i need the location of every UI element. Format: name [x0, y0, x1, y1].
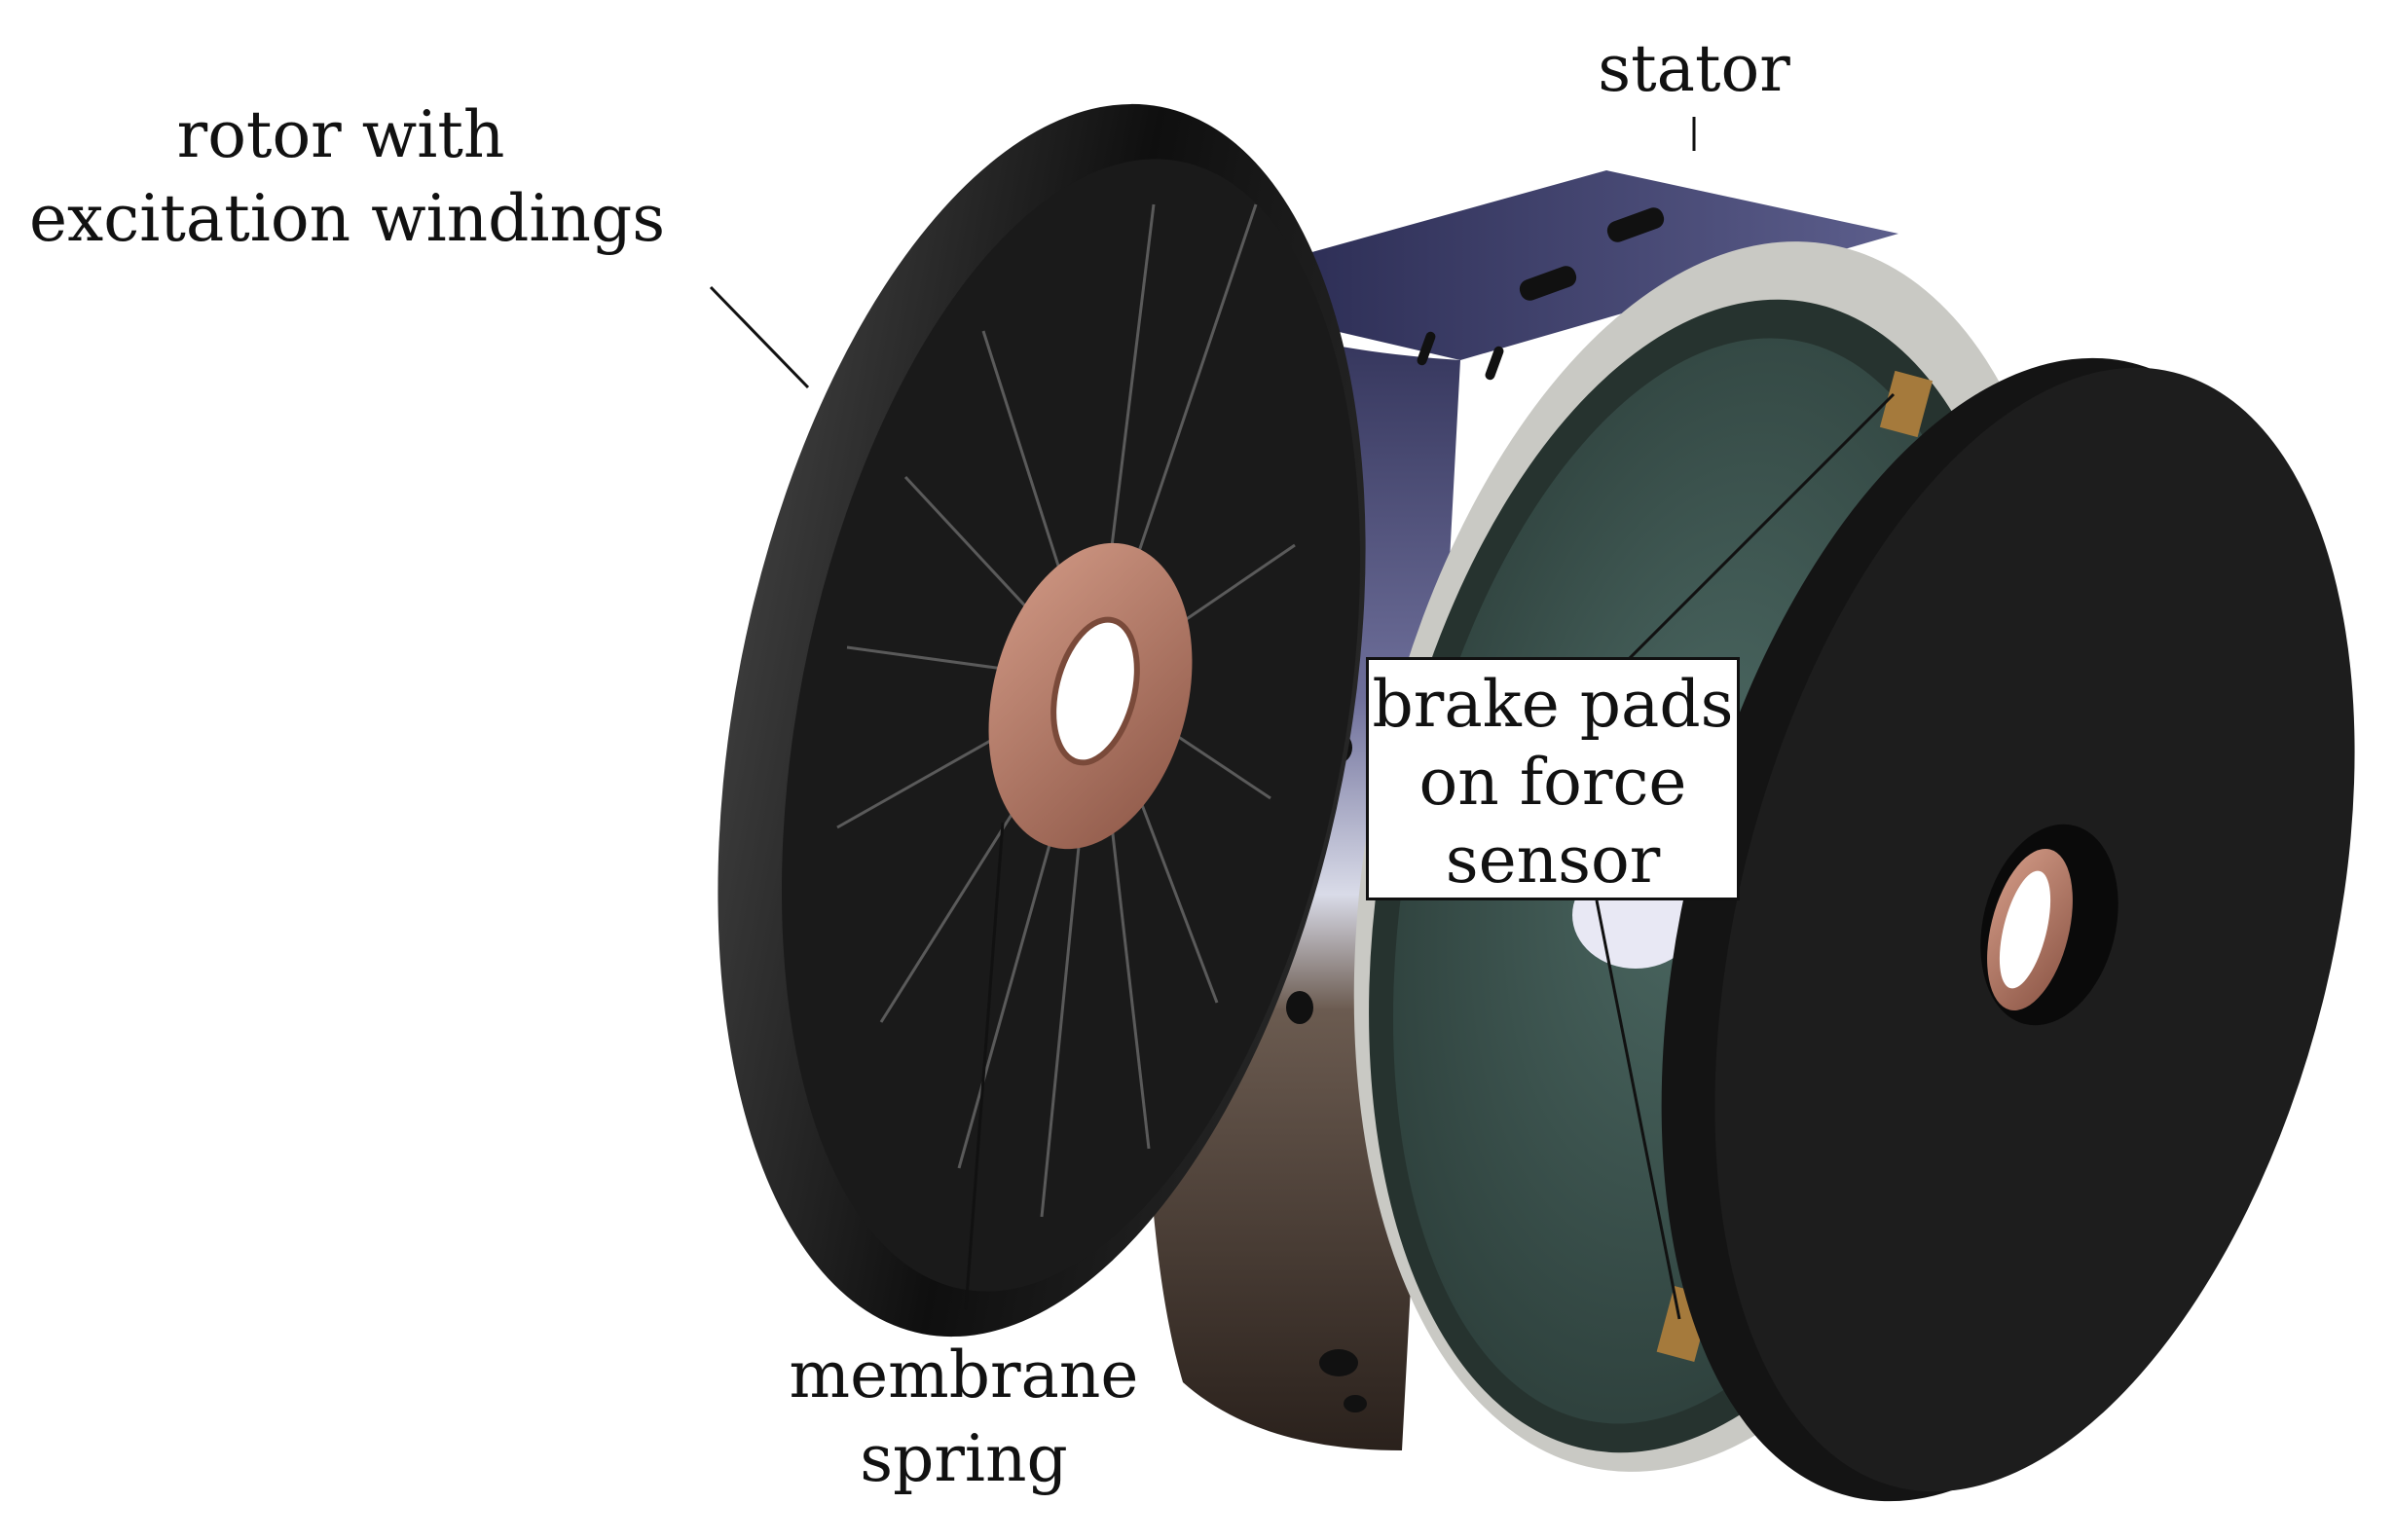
membrane-label-line-2: spring	[860, 1421, 1068, 1496]
rotor-label: rotor with excitation windings	[29, 93, 666, 261]
brake-label-line-1: brake pads	[1372, 667, 1734, 742]
stator-label-line-1: stator	[1598, 31, 1790, 106]
brake-leader-bottom	[1595, 899, 1681, 1320]
rotor-label-line-1: rotor with	[176, 97, 505, 172]
brake-label-line-3: sensor	[1445, 823, 1661, 898]
stator-label: stator	[1558, 27, 1830, 111]
brake-label-line-2: on force	[1418, 745, 1687, 820]
rotor-center-hole	[1050, 616, 1140, 766]
membrane-leader	[964, 822, 1005, 1310]
rotor-disc	[718, 103, 1366, 1338]
brake-pads-label: brake pads on force sensor	[1366, 657, 1740, 900]
membrane-spring-label: membrane spring	[759, 1334, 1168, 1501]
right-disc-hole	[1999, 870, 2051, 989]
stator-top-face	[1168, 170, 1898, 360]
brake-pad-top	[1879, 370, 1934, 438]
rotor-label-line-2: excitation windings	[29, 181, 666, 256]
membrane-label-line-1: membrane	[789, 1338, 1139, 1412]
right-disc	[1661, 357, 2355, 1502]
rotor-leader	[709, 285, 810, 389]
